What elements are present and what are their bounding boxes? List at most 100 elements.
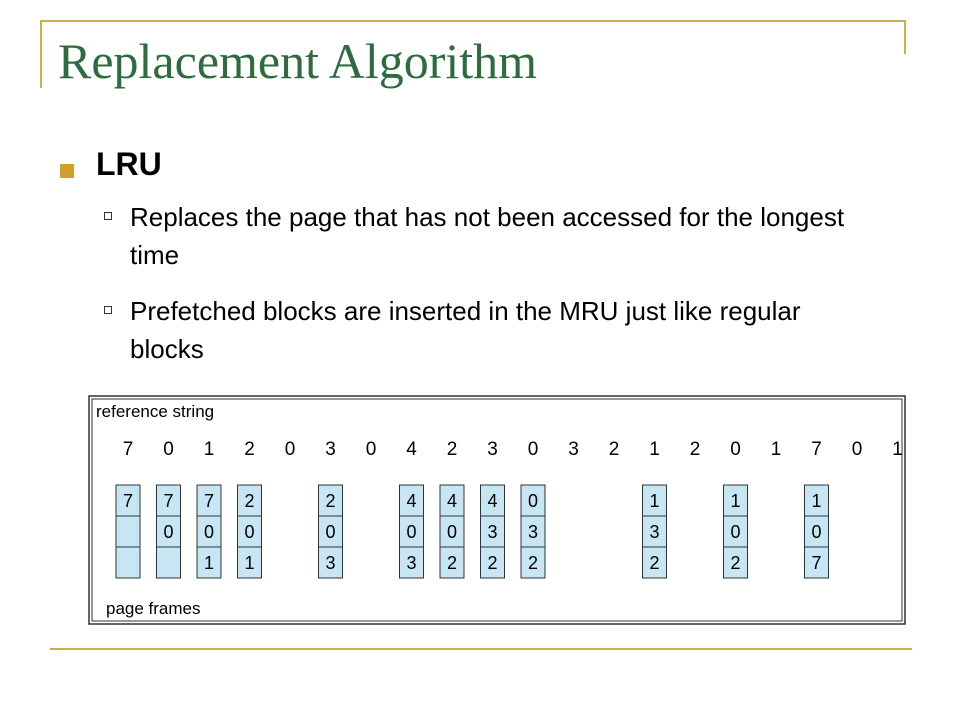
reference-string-value: 3 <box>568 439 579 460</box>
frame-value: 3 <box>406 553 416 573</box>
reference-string-value: 2 <box>609 439 620 460</box>
frame-cell <box>480 546 505 579</box>
frame-value: 0 <box>406 522 416 542</box>
frame-column: 432 <box>480 484 505 579</box>
slide-title: Replacement Algorithm <box>58 33 538 89</box>
sub-bullet: Prefetched blocks are inserted in the MR… <box>96 292 866 368</box>
frame-value: 4 <box>487 491 497 511</box>
frame-value: 0 <box>730 522 740 542</box>
frame-value: 0 <box>447 522 457 542</box>
frame-cell <box>804 546 829 579</box>
frame-cell <box>196 484 222 517</box>
reference-string-label: reference string <box>96 402 214 421</box>
frame-cell <box>399 546 424 579</box>
frame-value: 2 <box>244 491 254 511</box>
frame-cell <box>237 515 262 548</box>
frame-cell <box>480 484 505 517</box>
frame-column: 4 0 2 <box>439 484 465 579</box>
frame-value: 1 <box>811 491 821 511</box>
frame-cell <box>804 484 829 517</box>
frame-value: 1 <box>730 491 740 511</box>
frame-value: 0 <box>244 522 254 542</box>
frame-cell <box>156 546 181 579</box>
frame-cell <box>520 484 546 517</box>
frame-value: 4 <box>447 491 457 511</box>
bullet-heading: LRU <box>96 146 162 182</box>
frame-cell <box>520 546 546 579</box>
frame-value: 0 <box>204 522 214 542</box>
frame-column: 70 <box>156 484 181 579</box>
reference-string-value: 0 <box>528 439 539 460</box>
frame-value: 0 <box>811 522 821 542</box>
frame-value: 3 <box>528 522 538 542</box>
frame-cell <box>399 515 424 548</box>
frame-cell <box>480 515 505 548</box>
frame-value: 2 <box>447 553 457 573</box>
frame-column: 1 0 2 <box>723 484 748 579</box>
frame-cell <box>318 484 343 517</box>
frame-cell <box>642 546 667 579</box>
hollow-square-bullet-icon <box>104 212 112 220</box>
frame-column: 2 0 3 <box>318 484 343 579</box>
frame-cell <box>318 515 343 548</box>
diagram-inner-border <box>91 398 903 622</box>
reference-string-value: 3 <box>325 439 336 460</box>
square-bullet-icon <box>60 164 74 178</box>
frame-cell <box>642 484 667 517</box>
frame-value: 3 <box>487 522 497 542</box>
frame-cell <box>723 515 748 548</box>
page-frames-label: page frames <box>106 599 201 618</box>
frame-column: 0 3 2 <box>520 484 546 579</box>
frame-column: 7 <box>115 484 141 579</box>
reference-string-value: 2 <box>690 439 701 460</box>
sub-bullet-text: Prefetched blocks are inserted in the MR… <box>130 296 801 364</box>
frame-column: 2 0 1 <box>237 484 262 579</box>
accent-line-top <box>40 20 906 22</box>
frame-value: 0 <box>325 522 335 542</box>
sub-bullet: Replaces the page that has not been acce… <box>96 198 866 274</box>
frame-cell <box>318 546 343 579</box>
frame-value: 3 <box>649 522 659 542</box>
reference-string-value: 0 <box>730 439 741 460</box>
frame-value: 4 <box>406 491 416 511</box>
sub-bullet-text: Replaces the page that has not been acce… <box>130 202 845 270</box>
frame-value: 2 <box>649 553 659 573</box>
frame-cell <box>156 484 181 517</box>
frame-value: 0 <box>163 522 173 542</box>
frame-column: 4 0 3 <box>399 484 424 579</box>
frame-value: 2 <box>528 553 538 573</box>
frame-cell <box>520 515 546 548</box>
frame-value: 2 <box>325 491 335 511</box>
frame-value: 7 <box>204 491 214 511</box>
accent-line-left <box>40 20 42 88</box>
frame-column: 132 <box>642 484 667 579</box>
frame-cell <box>439 515 465 548</box>
reference-string-value: 7 <box>811 439 822 460</box>
reference-string-value: 4 <box>406 439 417 460</box>
reference-string-value: 0 <box>366 439 377 460</box>
reference-string-value: 0 <box>852 439 863 460</box>
frame-cell <box>115 546 141 579</box>
accent-line-right <box>904 20 906 54</box>
frame-value: 7 <box>163 491 173 511</box>
accent-line-bottom <box>50 648 912 650</box>
reference-string-value: 1 <box>892 439 903 460</box>
frame-cell <box>723 484 748 517</box>
frame-value: 1 <box>244 553 254 573</box>
frame-cell <box>237 546 262 579</box>
frame-value: 0 <box>528 491 538 511</box>
frame-value: 3 <box>325 553 335 573</box>
frame-value: 2 <box>730 553 740 573</box>
reference-string-value: 2 <box>244 439 255 460</box>
frame-value: 7 <box>123 491 133 511</box>
frame-column: 1 0 7 <box>804 484 829 579</box>
frame-value: 7 <box>811 553 821 573</box>
reference-string-value: 3 <box>487 439 498 460</box>
reference-string-value: 0 <box>163 439 174 460</box>
frame-cell <box>196 546 222 579</box>
frame-cell <box>723 546 748 579</box>
frame-cell <box>399 484 424 517</box>
reference-string-value: 1 <box>649 439 660 460</box>
